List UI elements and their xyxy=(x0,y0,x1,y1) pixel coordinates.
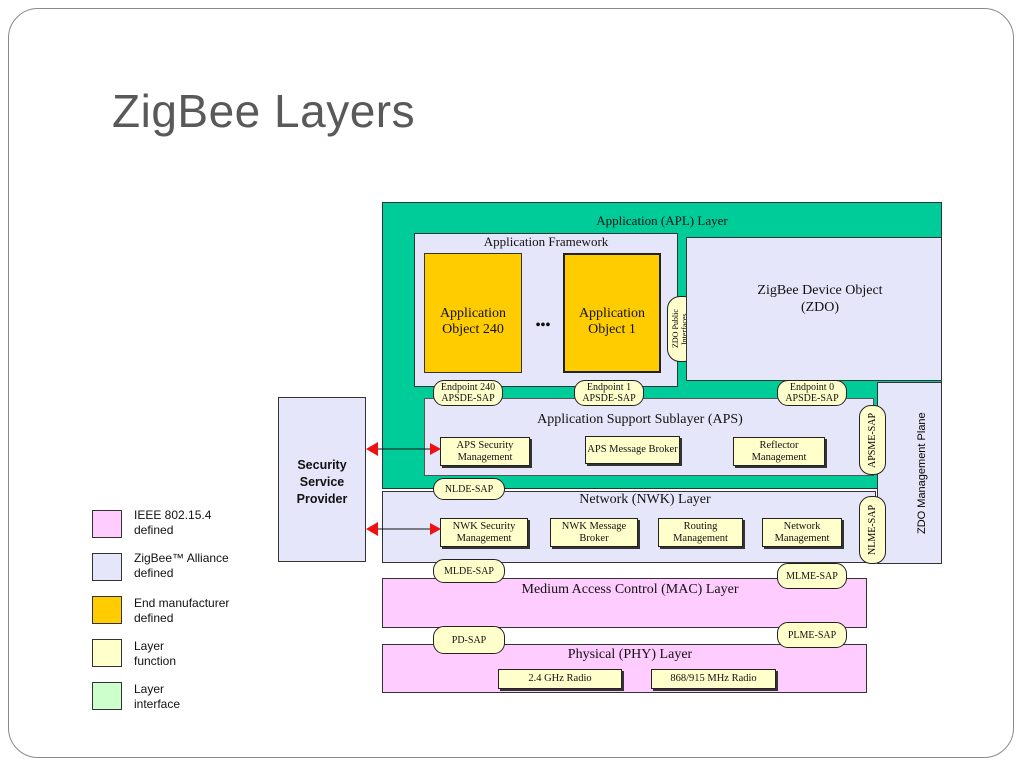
phy-layer-label: Physical (PHY) Layer xyxy=(567,647,693,662)
application-object-1 xyxy=(563,253,661,373)
aps-message-broker: APS Message Broker xyxy=(585,436,680,464)
zdo-management-plane xyxy=(877,382,942,564)
mac-layer-label: Medium Access Control (MAC) Layer xyxy=(521,582,739,597)
endpoint-240-sap: Endpoint 240 APSDE-SAP xyxy=(433,380,503,406)
routing-management: Routing Management xyxy=(658,518,743,547)
apl-layer-label: Application (APL) Layer xyxy=(596,213,728,228)
mlde-sap: MLDE-SAP xyxy=(433,559,505,583)
legend-label-zigbee: ZigBee™ Alliance defined xyxy=(134,551,229,580)
mlme-sap: MLME-SAP xyxy=(777,563,847,589)
legend-swatch-zigbee xyxy=(92,553,122,581)
radio-2-4-ghz: 2.4 GHz Radio xyxy=(498,669,622,689)
pd-sap: PD-SAP xyxy=(433,626,505,654)
legend-label-ieee: IEEE 802.15.4 defined xyxy=(134,508,212,537)
legend-swatch-ieee xyxy=(92,510,122,538)
slide-title: ZigBee Layers xyxy=(112,85,416,137)
nlme-sap-label: NLME-SAP xyxy=(867,505,878,556)
endpoint-1-sap: Endpoint 1 APSDE-SAP xyxy=(574,380,644,406)
phy-layer xyxy=(382,644,867,693)
aps-layer-label: Application Support Sublayer (APS) xyxy=(537,412,743,427)
zigbee-device-object xyxy=(686,237,942,381)
apsme-sap xyxy=(859,405,886,475)
legend-label-manufacturer: End manufacturer defined xyxy=(134,596,230,625)
apsme-sap-label: APSME-SAP xyxy=(867,412,878,468)
legend-swatch-manufacturer xyxy=(92,596,122,624)
nlde-sap: NLDE-SAP xyxy=(433,478,505,500)
nlme-sap xyxy=(859,496,886,564)
plme-sap: PLME-SAP xyxy=(777,622,847,648)
security-service-provider-box xyxy=(278,397,366,562)
application-object-240 xyxy=(424,253,522,373)
network-management: Network Management xyxy=(762,518,842,547)
nwk-layer-label: Network (NWK) Layer xyxy=(579,492,711,507)
zigbee-device-object-label: ZigBee Device Object (ZDO) xyxy=(757,283,883,315)
nwk-security-management: NWK Security Management xyxy=(440,518,528,547)
zdo-management-plane-label: ZDO Management Plane xyxy=(916,412,928,534)
security-service-provider-label: Security Service Provider xyxy=(296,458,348,506)
application-object-1-label: Application Object 1 xyxy=(578,306,646,337)
radio-868-915-mhz: 868/915 MHz Radio xyxy=(651,669,776,689)
application-framework-label: Application Framework xyxy=(483,234,609,249)
reflector-management: Reflector Management xyxy=(733,437,825,466)
legend-swatch-interface xyxy=(92,682,122,710)
application-object-240-label: Application Object 240 xyxy=(439,306,507,337)
legend-label-interface: Layer interface xyxy=(134,682,181,711)
aps-security-management: APS Security Management xyxy=(440,437,530,466)
nwk-message-broker: NWK Message Broker xyxy=(550,518,638,547)
ellipsis: ••• xyxy=(535,318,551,333)
legend-swatch-function xyxy=(92,639,122,667)
legend-label-function: Layer function xyxy=(134,639,177,668)
endpoint-0-sap: Endpoint 0 APSDE-SAP xyxy=(777,380,847,406)
